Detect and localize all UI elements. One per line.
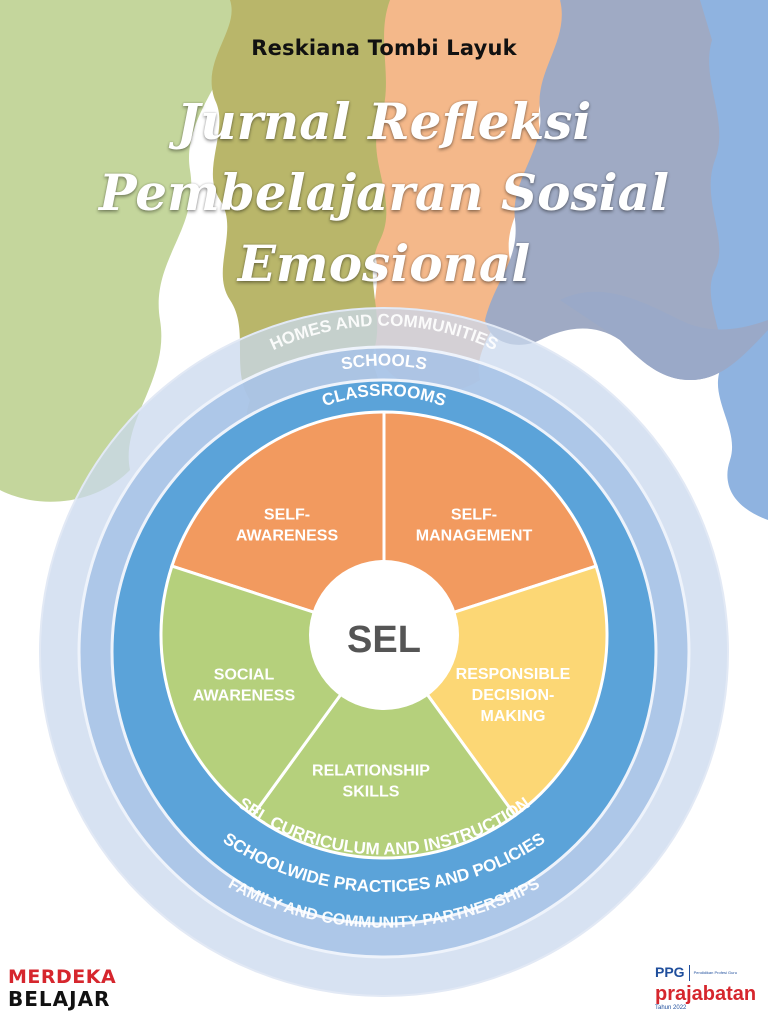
ppg-label: PPG [655,964,685,980]
segment-label-responsible-decision-making: RESPONSIBLE [456,666,571,683]
segment-self-management [382,410,598,638]
blue-strip [700,0,768,520]
segment-label-responsible-decision-making: MAKING [481,708,546,725]
center-label: SEL [347,619,421,661]
segment-label-social-awareness: SOCIAL [214,667,275,684]
segment-label-social-awareness: AWARENESS [193,688,296,705]
orange-blob [364,0,565,392]
segment-label-self-management: SELF- [451,507,497,524]
merdeka-logo-line2: BELAJAR [8,987,111,1011]
merdeka-belajar-logo: MERDEKA BELAJAR [8,966,116,1010]
segment-label-self-management: MANAGEMENT [416,528,533,545]
svg-text:SCHOOLS: SCHOOLS [340,350,429,373]
ppg-small-text: Pendidikan Profesi Guru [693,970,737,976]
center-circle [309,560,459,710]
author-name: Reskiana Tombi Layuk [251,36,517,60]
title-line-3: Emosional [237,234,531,293]
prajabatan-label: prajabatan [655,983,757,1005]
green-blob [0,0,241,502]
merdeka-logo-line1: MERDEKA [8,966,117,988]
segment-label-responsible-decision-making: DECISION- [472,687,555,704]
segment-label-relationship-skills: SKILLS [343,784,400,801]
title-line-2: Pembelajaran Sosial [98,163,670,222]
title-line-1: Jurnal Refleksi [176,92,592,151]
ppg-prajabatan-logo: PPG Pendidikan Profesi Guru prajabatan Ta… [655,964,765,1011]
segment-label-relationship-skills: RELATIONSHIP [312,763,430,780]
segment-label-self-awareness: SELF- [264,507,310,524]
segment-self-awareness [170,410,386,638]
ring-label-schools: SCHOOLS [340,350,429,373]
segment-label-self-awareness: AWARENESS [236,528,339,545]
segment-relationship-skills [250,632,518,860]
slate-blob [485,0,768,380]
ppg-year: Tahun 2022 [655,1005,687,1011]
